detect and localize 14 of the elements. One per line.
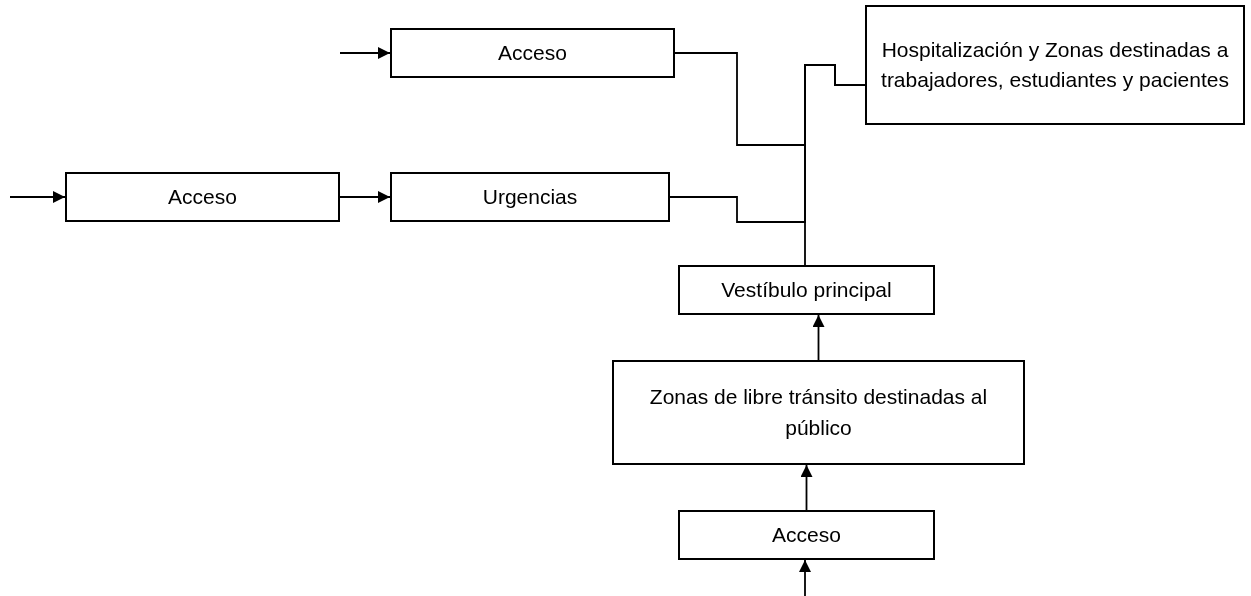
arrow bbox=[339, 191, 391, 203]
process-box: Hospitalización y Zonas destinadas a trabajadores, estudiantes y pacientes bbox=[865, 5, 1245, 125]
arrow bbox=[339, 47, 391, 59]
arrow bbox=[799, 559, 811, 596]
connector-line bbox=[804, 64, 866, 266]
arrow bbox=[9, 191, 66, 203]
process-box: Acceso bbox=[390, 28, 675, 78]
process-box: Zonas de libre tránsito destinadas al público bbox=[612, 360, 1025, 465]
arrow bbox=[800, 464, 813, 511]
process-box: Acceso bbox=[65, 172, 340, 222]
process-box: Vestíbulo principal bbox=[678, 265, 935, 315]
process-box: Acceso bbox=[678, 510, 935, 560]
process-box: Urgencias bbox=[390, 172, 670, 222]
arrow bbox=[812, 314, 825, 361]
